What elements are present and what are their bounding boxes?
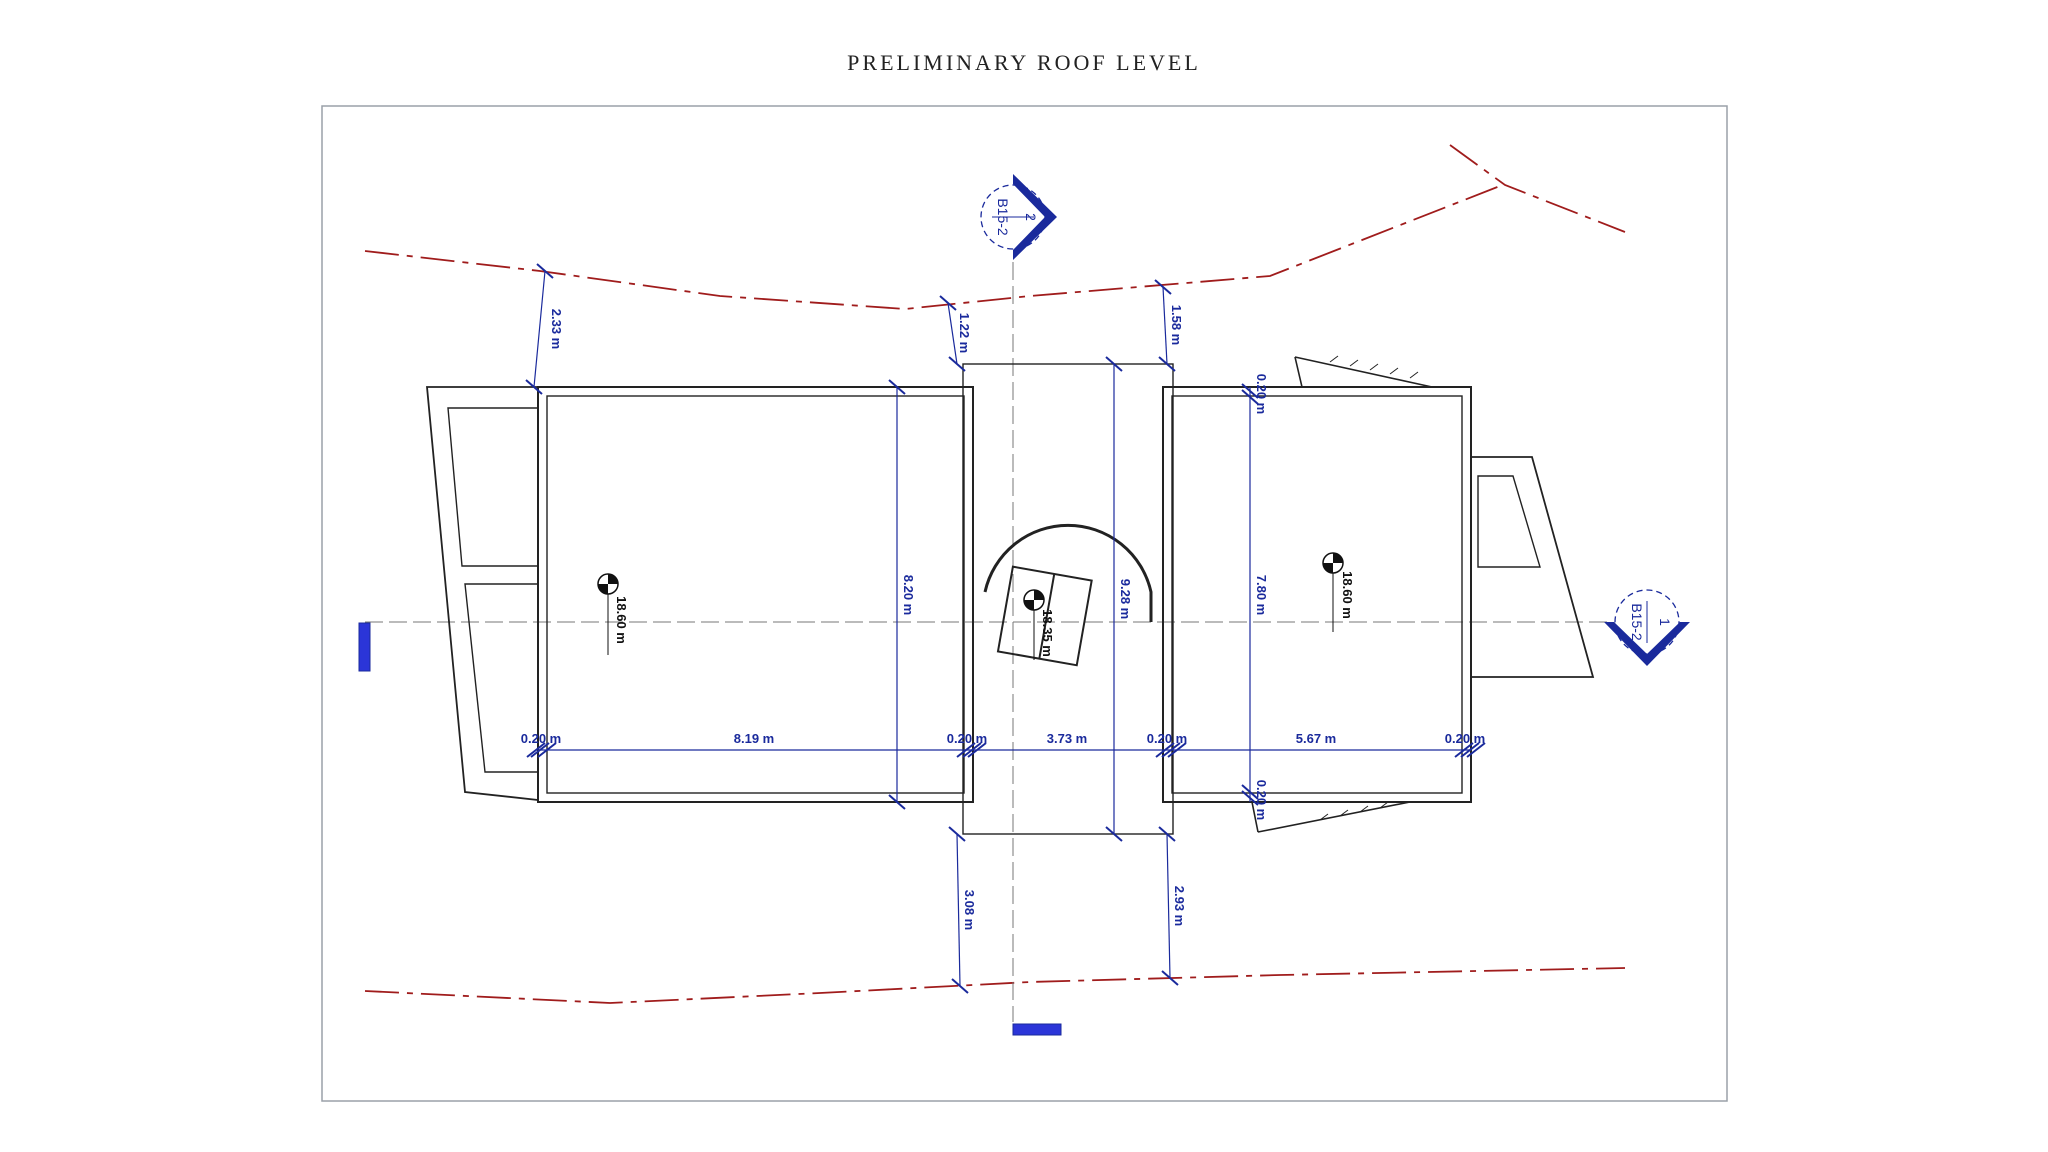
section-number: 1: [1657, 618, 1673, 626]
roof-hatch: [996, 565, 1093, 667]
boundary-line-top-right: [1449, 144, 1626, 233]
left-roof-outer: [537, 386, 974, 803]
elevation-marker-icon: [1023, 589, 1045, 660]
left-wing-panel-upper: [447, 407, 539, 567]
grid-grip-bottom[interactable]: [1012, 1023, 1062, 1036]
section-sheet: B15-2: [1629, 603, 1645, 641]
boundary-line-top: [364, 185, 1501, 310]
right-wing-outline: [1470, 456, 1595, 678]
dimension-lines: [533, 270, 1471, 987]
drawing-title: PRELIMINARY ROOF LEVEL: [847, 50, 1201, 75]
canopy-bottom: [1251, 801, 1411, 833]
section-number: 2: [1023, 213, 1039, 221]
section-marker-top[interactable]: 2 B15-2: [980, 174, 1057, 260]
right-roof-inner: [1171, 395, 1463, 794]
dimension-label: 9.28 m: [1118, 579, 1133, 619]
boundary-line-bottom: [364, 967, 1626, 1004]
elevation-label: 18.60 m: [1340, 571, 1355, 619]
elevation-marker-icon: [1322, 552, 1344, 632]
dimension-label: 0.20 m: [521, 731, 561, 746]
elevation-marker-icon: [597, 573, 619, 655]
section-marker-right[interactable]: 1 B15-2: [1604, 589, 1690, 666]
grid-grip-left[interactable]: [358, 622, 371, 672]
dimension-label: 3.08 m: [962, 890, 977, 930]
left-roof-inner: [546, 395, 965, 794]
stair-core-outline: [962, 363, 1174, 835]
dimension-label: 5.67 m: [1296, 731, 1336, 746]
dimension-ticks: [525, 263, 1486, 994]
dimension-label: 0.20 m: [1254, 374, 1269, 414]
dimension-label: 2.33 m: [549, 309, 564, 349]
drawing-frame: [321, 105, 1728, 1102]
dimension-label: 0.20 m: [947, 731, 987, 746]
right-wing-panel: [1477, 475, 1541, 568]
dimension-label: 0.20 m: [1254, 780, 1269, 820]
canopy-top: [1294, 356, 1433, 388]
dimension-label: 8.20 m: [901, 575, 916, 615]
dimension-label: 1.22 m: [957, 313, 972, 353]
section-sheet: B15-2: [995, 198, 1011, 236]
dimension-label: 0.20 m: [1147, 731, 1187, 746]
canopy-bottom-hatch: [1319, 801, 1389, 821]
elevation-label: 18.35 m: [1040, 609, 1055, 657]
dimension-label: 8.19 m: [734, 731, 774, 746]
dimension-label: 2.93 m: [1172, 886, 1187, 926]
dimension-label: 0.20 m: [1445, 731, 1485, 746]
elevation-label: 18.60 m: [614, 596, 629, 644]
dimension-label: 7.80 m: [1254, 575, 1269, 615]
stair-curved-wall: [983, 523, 1153, 622]
dimension-label: 3.73 m: [1047, 731, 1087, 746]
canopy-top-hatch: [1329, 355, 1419, 379]
dimension-label: 1.58 m: [1169, 305, 1184, 345]
